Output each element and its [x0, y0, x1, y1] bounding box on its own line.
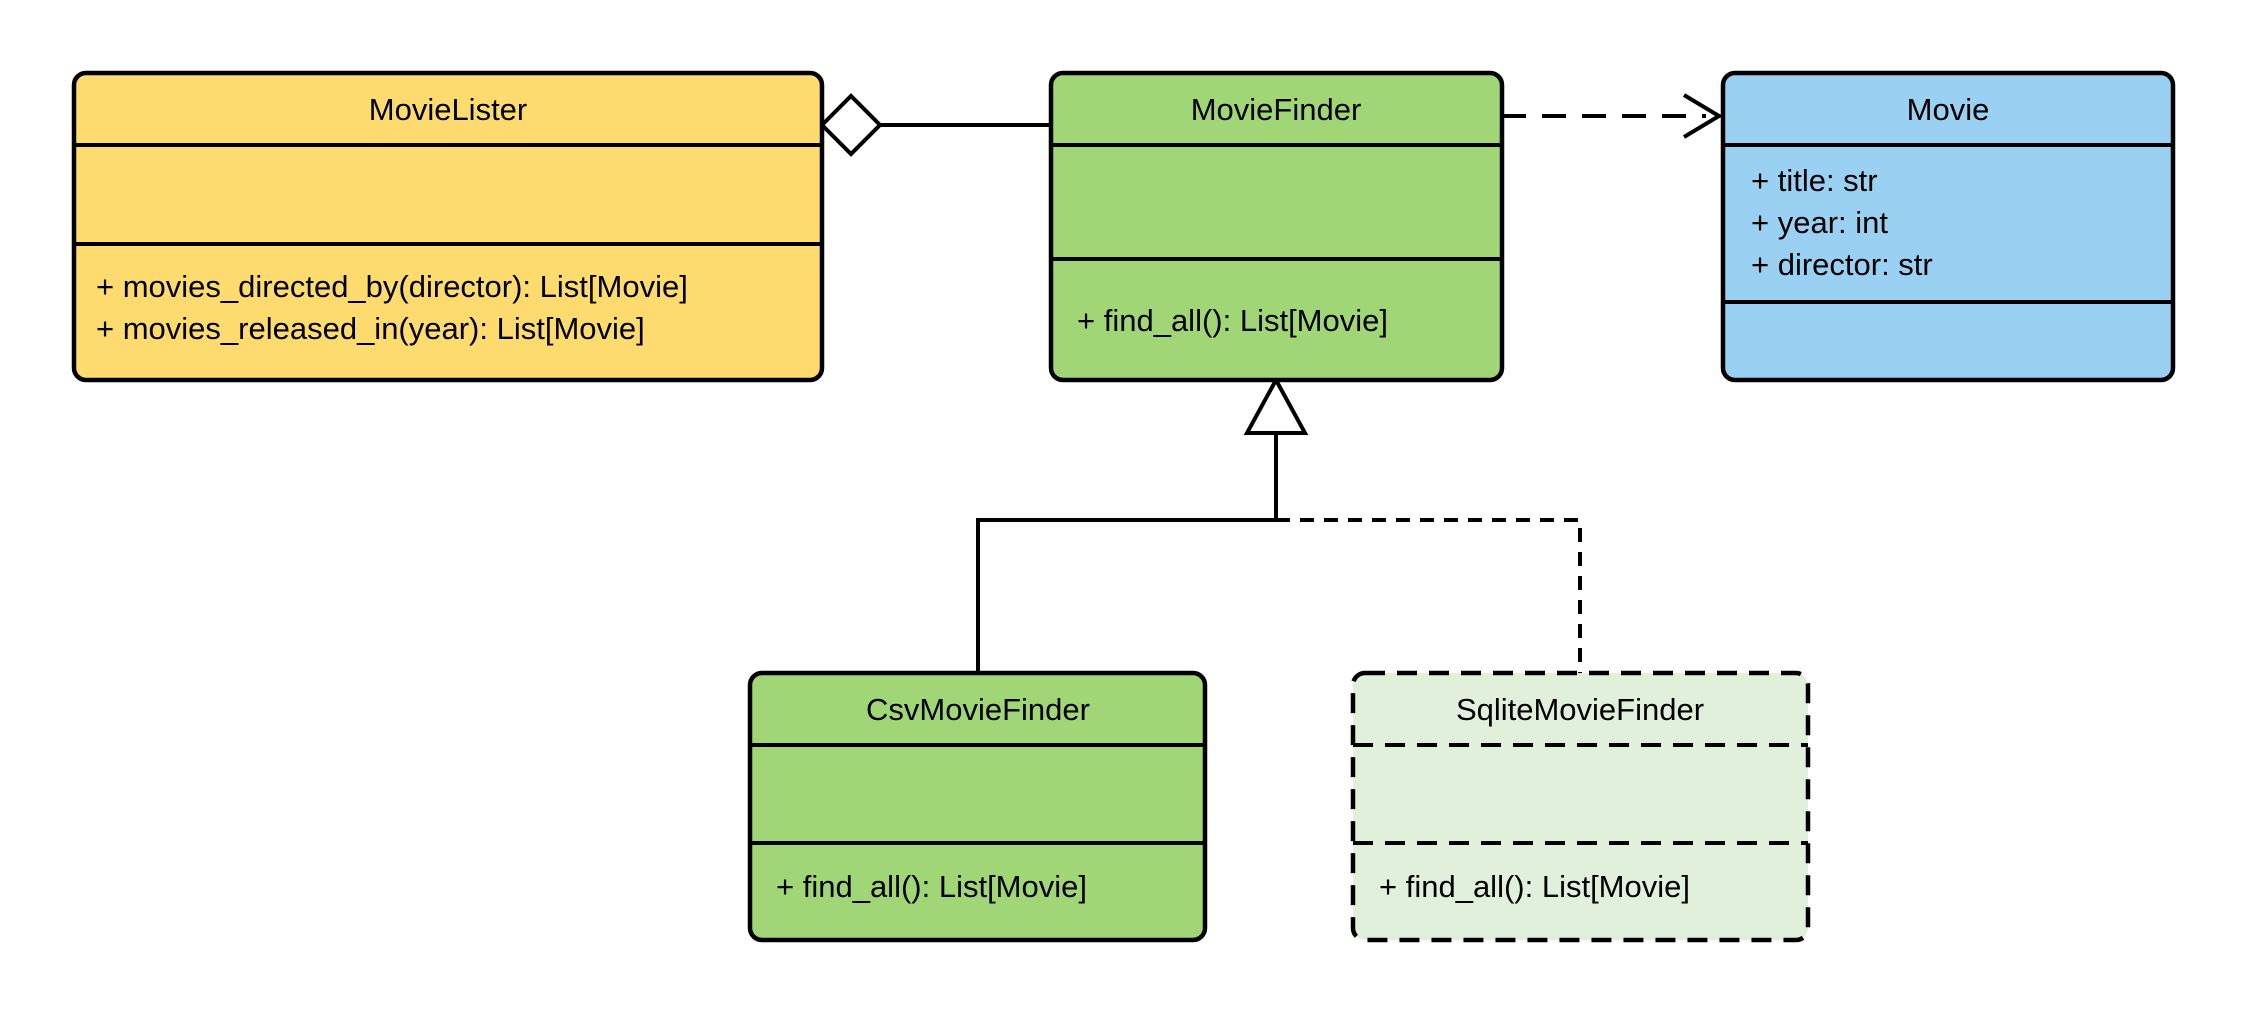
dependency-arrowhead-icon: [1682, 93, 1723, 139]
attribute-text: + title: str: [1751, 163, 1878, 198]
class-box[interactable]: [1048, 70, 1505, 383]
class-box[interactable]: [71, 70, 825, 383]
edge-aggregation-movielister-moviefinder[interactable]: [819, 93, 1051, 157]
method-text: + find_all(): List[Movie]: [1379, 869, 1690, 904]
class-moviefinder[interactable]: MovieFinder + find_all(): List[Movie]: [1048, 70, 1505, 383]
class-title: CsvMovieFinder: [866, 692, 1090, 727]
edge-inheritance-sqlitemoviefinder-moviefinder[interactable]: [1276, 518, 1582, 673]
class-title: MovieLister: [369, 92, 528, 127]
inheritance-solid-line[interactable]: [976, 433, 1278, 673]
class-title: SqliteMovieFinder: [1456, 692, 1704, 727]
inheritance-triangle-icon: [1243, 375, 1309, 435]
class-movielister[interactable]: MovieLister + movies_directed_by(directo…: [71, 70, 825, 383]
method-text: + movies_directed_by(director): List[Mov…: [96, 269, 688, 304]
method-text: + find_all(): List[Movie]: [776, 869, 1087, 904]
class-title: MovieFinder: [1191, 92, 1362, 127]
aggregation-diamond-icon: [819, 93, 883, 157]
inheritance-dashed-line[interactable]: [1276, 518, 1582, 673]
method-text: + movies_released_in(year): List[Movie]: [96, 311, 645, 346]
class-movie[interactable]: Movie + title: str + year: int + directo…: [1720, 70, 2176, 383]
class-sqlitemoviefinder[interactable]: SqliteMovieFinder + find_all(): List[Mov…: [1350, 670, 1811, 943]
class-csvmoviefinder[interactable]: CsvMovieFinder + find_all(): List[Movie]: [747, 670, 1208, 943]
attribute-text: + director: str: [1751, 247, 1933, 282]
class-box[interactable]: [747, 670, 1208, 943]
edge-dependency-moviefinder-movie[interactable]: [1502, 93, 1723, 139]
class-title: Movie: [1907, 92, 1990, 127]
class-box[interactable]: [1350, 670, 1811, 943]
attribute-text: + year: int: [1751, 205, 1888, 240]
edge-inheritance-csvmoviefinder-moviefinder[interactable]: [976, 433, 1278, 673]
method-text: + find_all(): List[Movie]: [1077, 303, 1388, 338]
